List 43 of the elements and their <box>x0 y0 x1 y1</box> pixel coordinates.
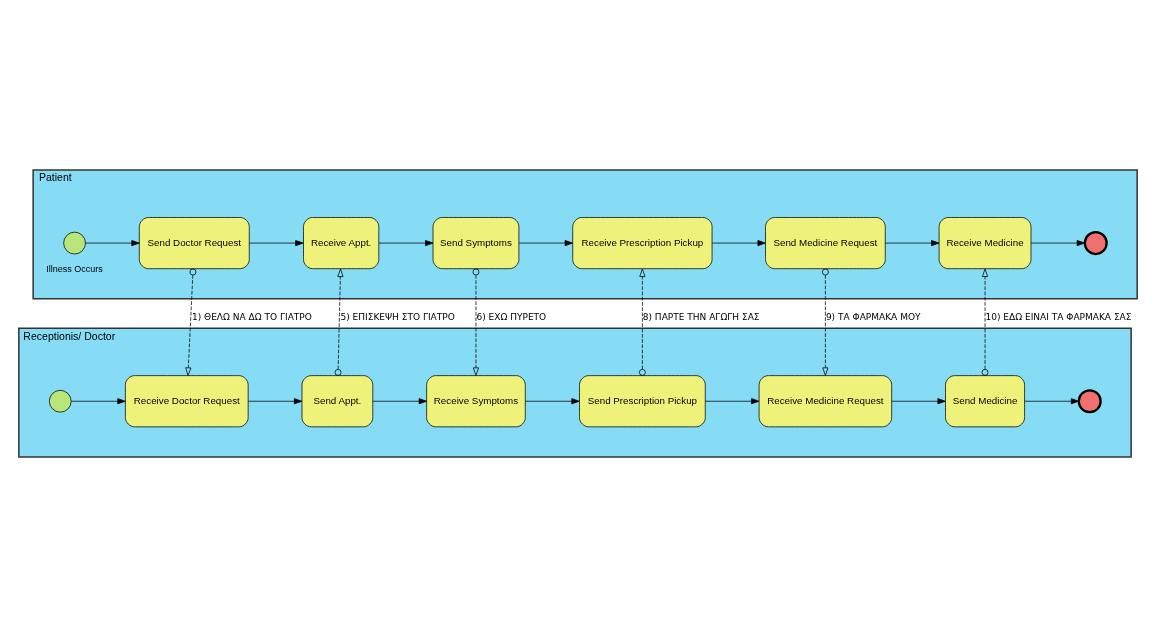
arrow <box>822 268 829 376</box>
arrow <box>891 398 946 405</box>
node-circle <box>1083 231 1108 256</box>
arrow <box>247 398 303 405</box>
node-box: Send Medicine <box>945 375 1025 428</box>
node-box: Receive Prescription Pickup <box>572 217 713 270</box>
node-box: Receive Medicine <box>938 217 1032 270</box>
node-circle <box>1077 389 1102 414</box>
arrow <box>378 240 434 247</box>
node-box: Receive Medicine Request <box>758 375 893 428</box>
node-label: Illness Occurs <box>46 263 103 274</box>
arrow <box>639 268 646 376</box>
edge-label: 10) ΕΔΩ ΕΙΝΑΙ ΤΑ ΦΑΡΜΑΚΑ ΣΑΣ <box>985 311 1132 322</box>
edge-label: 1) ΘΕΛΩ ΝΑ ΔΩ ΤΟ ΓΙΑΤΡΟ <box>191 311 312 322</box>
arrow <box>525 398 580 405</box>
arrow <box>249 240 304 247</box>
node-box: Receive Appt. <box>303 217 380 270</box>
arrow <box>711 240 766 247</box>
node-box: Send Doctor Request <box>138 217 250 270</box>
arrow <box>71 398 126 405</box>
node-box: Receive Doctor Request <box>125 375 249 428</box>
edge-label: 8) ΠΑΡΤΕ ΤΗΝ ΑΓΩΓΗ ΣΑΣ <box>642 311 760 322</box>
node-box: Send Prescription Pickup <box>579 375 706 428</box>
arrow <box>1024 398 1080 405</box>
arrow <box>981 268 989 376</box>
arrow <box>372 398 427 405</box>
arrow <box>472 268 480 376</box>
node-box: Receive Symptoms <box>426 375 526 428</box>
node-box: Send Medicine Request <box>765 217 886 270</box>
arrow <box>334 268 344 376</box>
node-box: Send Appt. <box>301 375 374 428</box>
arrow <box>884 240 940 247</box>
edge-label: 9) ΤΑ ΦΑΡΜΑΚΑ ΜΟΥ <box>825 311 921 322</box>
node-box: Send Symptoms <box>432 217 520 270</box>
edge-label: 6) ΕΧΩ ΠΥΡΕΤΟ <box>476 311 547 322</box>
edge-label: 5) ΕΠΙΣΚΕΨΗ ΣΤΟ ΓΙΑΤΡΟ <box>340 311 455 322</box>
arrow <box>185 268 197 376</box>
arrow <box>518 240 573 247</box>
arrow <box>1030 240 1085 247</box>
node-circle <box>63 231 86 255</box>
arrow <box>704 398 760 405</box>
node-circle <box>48 389 72 413</box>
arrow <box>85 240 140 247</box>
